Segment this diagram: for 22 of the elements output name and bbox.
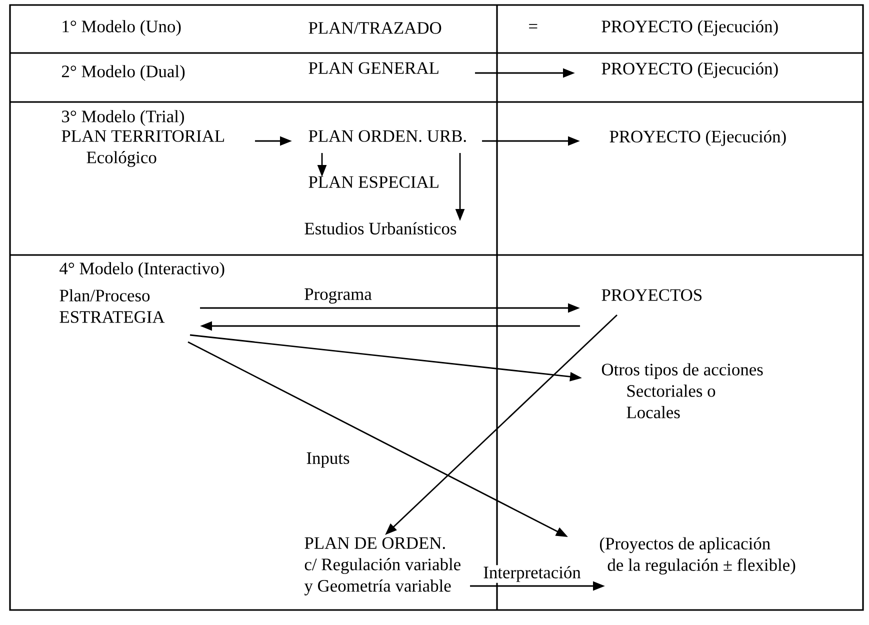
text-label: PLAN ORDEN. URB. [308, 130, 466, 142]
edge-label: Interpretación [482, 565, 582, 583]
text-label: PROYECTO (Ejecución) [602, 62, 778, 78]
text-label: PLAN ESPECIAL [308, 176, 438, 188]
text-label: Estudios Urbanísticos [304, 222, 456, 234]
text-label: = [529, 24, 538, 28]
text-label: 4° Modelo (Interactivo) [60, 262, 224, 278]
text-label: (Proyectos de aplicación de la regulación ± flexible) [600, 537, 796, 574]
text-label: PLAN TERRITORIAL Ecológico [62, 130, 224, 167]
text-label: PLAN/TRAZADO [308, 22, 442, 34]
text-label: PLAN GENERAL [308, 62, 438, 74]
text-label: 3° Modelo (Trial) [62, 110, 184, 126]
text-label: Plan/Proceso ESTRATEGIA [60, 289, 165, 323]
text-label: PROYECTO (Ejecución) [602, 20, 778, 36]
text-label: 2° Modelo (Dual) [62, 65, 185, 81]
text-label: Otros tipos de acciones Sectoriales o Locales [602, 363, 763, 418]
text-label: PLAN DE ORDEN. c/ Regulación variable y Geometría variable [304, 537, 460, 596]
text-label: 1° Modelo (Uno) [62, 20, 181, 36]
text-label: Inputs [306, 452, 350, 468]
text-label: PROYECTOS [602, 289, 702, 301]
edge-label: Programa [303, 287, 373, 305]
text-label: PROYECTO (Ejecución) [610, 130, 786, 146]
